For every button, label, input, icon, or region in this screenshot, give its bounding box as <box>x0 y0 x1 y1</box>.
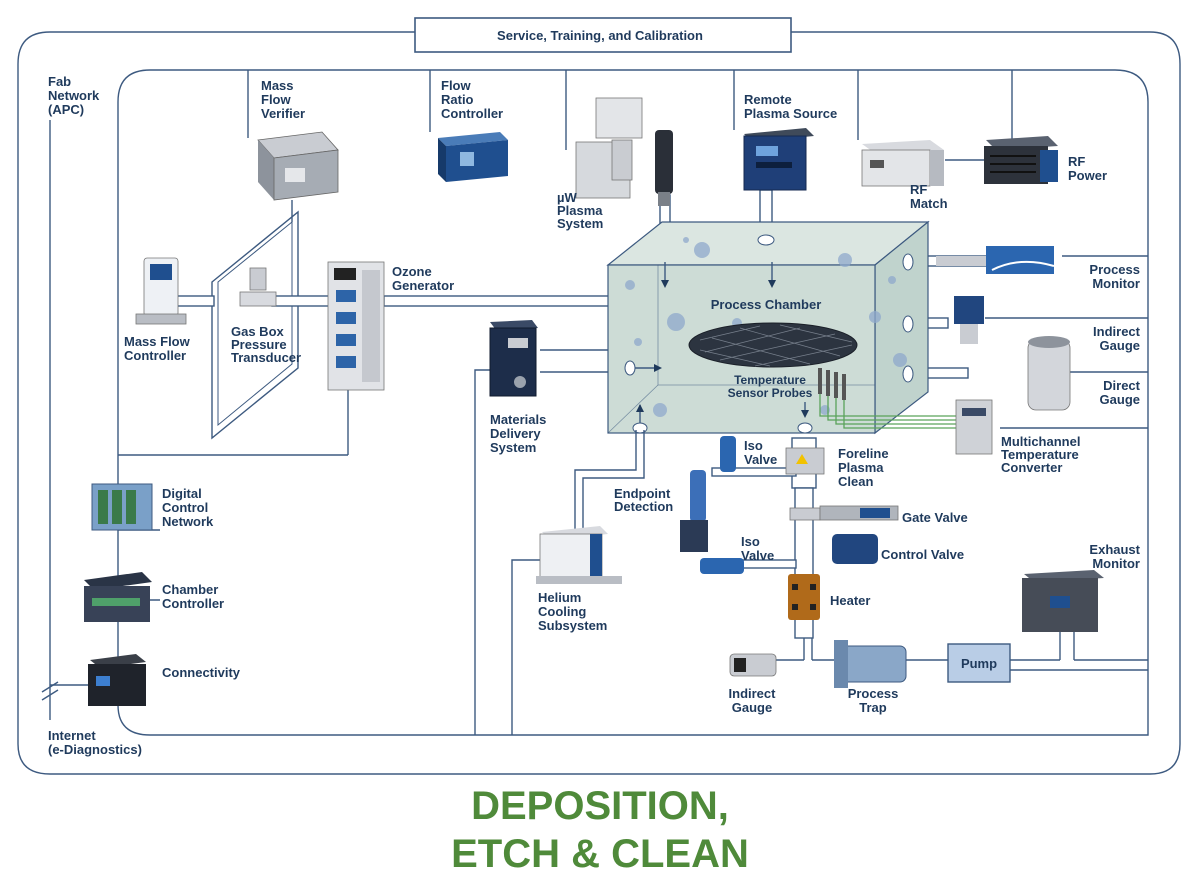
rf-match-icon <box>861 140 944 187</box>
heater-icon <box>788 574 820 620</box>
connectivity-icon <box>88 654 146 706</box>
gate-valve-icon <box>789 505 899 521</box>
iso-valve-bottom-icon <box>700 558 744 574</box>
process-trap-icon <box>834 640 907 688</box>
service-banner: Service, Training, and Calibration <box>414 17 792 53</box>
indirect-gauge-right-icon <box>954 296 984 344</box>
network-break-mark <box>41 681 59 693</box>
control-valve-label: Control Valve <box>881 547 964 562</box>
multichannel-converter-icon <box>955 399 993 455</box>
pump-box: Pump <box>947 643 1011 683</box>
mass-flow-verifier-icon <box>257 131 339 201</box>
iso-valve-top-icon <box>720 436 736 472</box>
process-chamber-label: Process Chamber <box>711 297 822 312</box>
gas-box-transducer-icon <box>239 267 277 307</box>
helium-cooling-icon <box>536 526 622 584</box>
chamber-controller-icon <box>84 572 152 622</box>
pump-label: Pump <box>961 656 997 671</box>
direct-gauge-icon <box>1027 336 1071 411</box>
connectivity-label: Connectivity <box>162 665 241 680</box>
control-valve-icon <box>832 534 878 564</box>
process-monitor-icon <box>936 246 1055 274</box>
internet-label: Internet(e-Diagnostics) <box>48 728 142 757</box>
footer-line-1: DEPOSITION, <box>471 784 729 828</box>
wafer <box>688 322 858 368</box>
gate-valve-label: Gate Valve <box>902 510 968 525</box>
indirect-gauge-bottom-icon <box>729 653 777 677</box>
exhaust-monitor-icon <box>1022 570 1104 632</box>
svg-text:Service, Training, and Calibra: Service, Training, and Calibration <box>497 28 703 43</box>
process-chamber <box>606 220 930 435</box>
ozone-generator-icon <box>327 261 385 391</box>
remote-plasma-source-icon <box>743 128 814 191</box>
foreline-plasma-clean-icon <box>785 447 825 475</box>
gas-box-panel <box>211 200 299 440</box>
uw-plasma-system-icon <box>575 97 673 206</box>
mass-flow-controller-icon <box>135 257 187 325</box>
footer-line-2: ETCH & CLEAN <box>451 832 749 876</box>
footer-title: DEPOSITION, ETCH & CLEAN <box>0 782 1200 878</box>
endpoint-detection-icon <box>680 470 708 552</box>
inner-frame <box>117 69 1149 736</box>
digital-control-network-icon <box>91 483 153 531</box>
temperature-probes <box>818 368 958 429</box>
outer-frame <box>17 31 1181 775</box>
top-connections <box>247 70 1013 161</box>
flow-ratio-controller-icon <box>438 132 508 182</box>
heater-label: Heater <box>830 593 870 608</box>
rf-power-icon <box>984 136 1058 184</box>
materials-delivery-icon <box>489 320 538 397</box>
